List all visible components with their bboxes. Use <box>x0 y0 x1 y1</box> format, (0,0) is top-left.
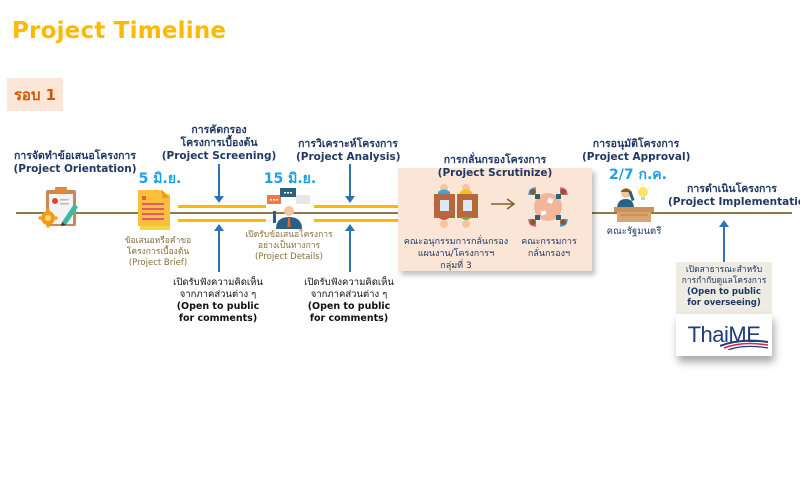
comments-1-en2: for comments) <box>178 313 258 324</box>
oversight-up-arrow-shaft <box>723 226 725 262</box>
milestone-details-line1: เปิดรับข้อเสนอโครงการ <box>245 230 333 240</box>
committee-caption: คณะกรรมการ กลั่นกรองฯ <box>514 236 584 260</box>
oversight-th2: การกำกับดูแลโครงการ <box>681 276 767 286</box>
milestone-brief-caption: ข้อเสนอหรือคำขอ โครงการเบื้องต้น (Projec… <box>116 236 200 269</box>
stage-screening-en: (Project Screening) <box>161 150 277 162</box>
comments-2-th1: เปิดรับฟังความคิดเห็น <box>304 277 394 288</box>
milestone-brief-line1: ข้อเสนอหรือคำขอ <box>124 236 192 246</box>
stage-approval-en: (Project Approval) <box>582 151 691 163</box>
comments-up-arrow-shaft-2 <box>349 230 351 272</box>
round-table-meeting-icon <box>528 187 568 227</box>
milestone-details-line2: อย่างเป็นทางการ <box>257 241 321 251</box>
gold-line-lower-2 <box>314 219 398 222</box>
presenter-chat-icon <box>267 188 310 229</box>
arrow-down-icon <box>214 196 224 203</box>
stage-analysis-en: (Project Analysis) <box>296 151 401 163</box>
oversight-en1: (Open to public <box>687 287 761 297</box>
comments-2-en2: for comments) <box>309 313 389 324</box>
cabinet-desk-icon <box>614 184 654 222</box>
subcommittee-line2: แผนงาน/โครงการฯ <box>417 249 495 259</box>
oversight-en2: for overseeing) <box>687 298 761 308</box>
stage-scrutinize-en: (Project Scrutinize) <box>437 167 553 179</box>
oversight-th1: เปิดสาธารณะสำหรับ <box>685 265 763 275</box>
thaime-wave-icon <box>720 339 769 350</box>
milestone-details-date: 15 มิ.ย. <box>263 171 317 187</box>
arrow-right-icon <box>491 198 516 210</box>
page-title: Project Timeline <box>12 18 227 44</box>
subcommittee-line3: กลุ่มที่ 3 <box>440 261 472 271</box>
stage-analysis-label: การวิเคราะห์โครงการ (Project Analysis) <box>296 138 401 164</box>
milestone-brief-line2: โครงการเบื้องต้น <box>126 247 190 257</box>
comments-1-th1: เปิดรับฟังความคิดเห็น <box>173 277 263 288</box>
comments-2-th2: จากภาคส่วนต่าง ๆ <box>310 289 388 300</box>
committee-line1: คณะกรรมการ <box>521 237 577 247</box>
analysis-down-arrow-shaft <box>349 164 351 200</box>
stage-analysis-th: การวิเคราะห์โครงการ <box>298 138 398 150</box>
milestone-details-caption: เปิดรับข้อเสนอโครงการ อย่างเป็นทางการ (P… <box>244 230 334 263</box>
public-oversight-box: เปิดสาธารณะสำหรับ การกำกับดูแลโครงการ (O… <box>676 262 772 314</box>
gold-line-upper-2 <box>314 205 398 208</box>
stage-orientation-th: การจัดทำข้อเสนอโครงการ <box>14 150 136 162</box>
round-badge: รอบ 1 <box>7 78 63 111</box>
screening-down-arrow-shaft <box>218 164 220 200</box>
comments-1-th2: จากภาคส่วนต่าง ๆ <box>179 289 257 300</box>
document-icon <box>138 190 170 230</box>
milestone-brief-date: 5 มิ.ย. <box>138 171 182 187</box>
stage-orientation-en: (Project Orientation) <box>13 163 137 175</box>
stage-screening-th2: โครงการเบื้องต้น <box>180 137 258 149</box>
stage-screening-th1: การคัดกรอง <box>191 124 247 136</box>
public-comments-2: เปิดรับฟังความคิดเห็น จากภาคส่วนต่าง ๆ (… <box>293 277 405 325</box>
stage-scrutinize-th: การกลั่นกรองโครงการ <box>443 154 547 166</box>
stage-orientation-label: การจัดทำข้อเสนอโครงการ (Project Orientat… <box>6 150 144 176</box>
milestone-approval-caption: คณะรัฐมนตรี <box>606 226 662 237</box>
clipboard-gear-icon <box>38 187 78 228</box>
subcommittee-caption: คณะอนุกรรมการกลั่นกรอง แผนงาน/โครงการฯ ก… <box>398 236 514 272</box>
arrow-up-icon <box>214 224 224 231</box>
stage-approval-label: การอนุมัติโครงการ (Project Approval) <box>582 138 690 164</box>
stage-approval-th: การอนุมัติโครงการ <box>592 138 680 150</box>
comments-2-en1: (Open to public <box>307 301 391 312</box>
subcommittee-meeting-icon <box>434 184 478 228</box>
stage-scrutinize-label: การกลั่นกรองโครงการ (Project Scrutinize) <box>420 154 570 180</box>
stage-implementation-label: การดำเนินโครงการ (Project Implementation… <box>668 183 800 209</box>
public-comments-1: เปิดรับฟังความคิดเห็น จากภาคส่วนต่าง ๆ (… <box>162 277 274 325</box>
subcommittee-line1: คณะอนุกรรมการกลั่นกรอง <box>403 237 509 247</box>
stage-implementation-en: (Project Implementation) <box>668 196 800 208</box>
comments-up-arrow-shaft-1 <box>218 230 220 272</box>
milestone-approval-date: 2/7 ก.ค. <box>609 167 667 183</box>
arrow-up-icon <box>345 224 355 231</box>
gold-line-lower-1 <box>178 219 266 222</box>
thaime-logo[interactable]: ThaiME <box>676 314 772 356</box>
milestone-brief-en: (Project Brief) <box>128 258 188 268</box>
arrow-up-icon <box>719 220 729 227</box>
milestone-details-en: (Project Details) <box>255 252 323 262</box>
stage-implementation-th: การดำเนินโครงการ <box>687 183 777 195</box>
committee-line2: กลั่นกรองฯ <box>527 249 571 259</box>
gold-line-upper-1 <box>178 205 266 208</box>
comments-1-en1: (Open to public <box>176 301 260 312</box>
arrow-down-icon <box>345 196 355 203</box>
stage-screening-label: การคัดกรอง โครงการเบื้องต้น (Project Scr… <box>160 124 278 163</box>
